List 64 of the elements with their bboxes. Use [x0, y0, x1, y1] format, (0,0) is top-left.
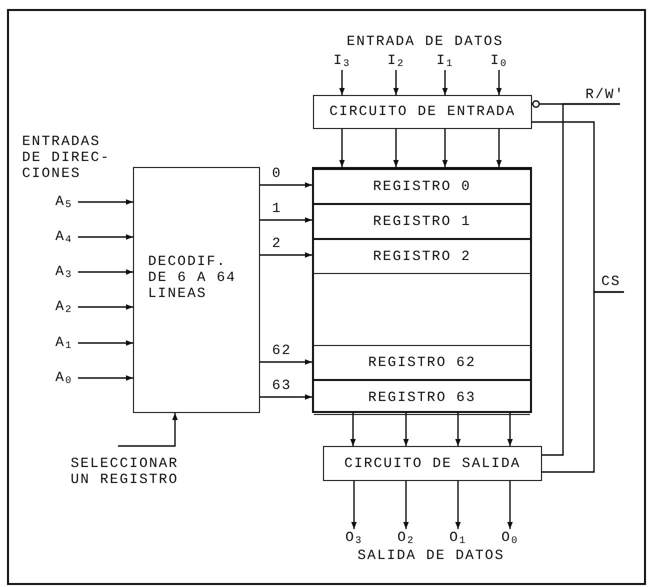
heading-label: ENTRADAS DE DIREC- CIONES [22, 134, 112, 182]
edge-label: 2 [272, 236, 282, 252]
connector-line [542, 291, 624, 473]
arrow [351, 481, 357, 529]
signal-label: A$_{5}$ [50, 193, 78, 211]
signal-label: O$_{3}$ [342, 529, 366, 547]
signal-label: R/W' [586, 86, 624, 104]
arrow [507, 481, 513, 529]
register-array [312, 167, 532, 413]
arrow [78, 269, 133, 275]
arrow [455, 413, 461, 446]
signal-label: I$_{0}$ [487, 52, 511, 70]
arrow [78, 375, 133, 381]
edge-label: 63 [272, 378, 292, 394]
signal-label: A$_{3}$ [50, 263, 78, 281]
signal-label: O$_{2}$ [394, 529, 418, 547]
arrow [442, 70, 448, 95]
arrow [393, 70, 399, 95]
register-row: REGISTRO 63 [314, 380, 530, 415]
signal-label: A$_{2}$ [50, 298, 78, 316]
signal-label: A$_{4}$ [50, 228, 78, 246]
heading-label: ENTRADA DE DATOS [346, 34, 504, 50]
arrow [260, 359, 312, 365]
arrow [260, 394, 312, 400]
edge-label: 0 [272, 166, 282, 182]
arrow [339, 70, 345, 95]
arrow [496, 70, 502, 95]
arrow [393, 129, 399, 167]
output-circuit-box: CIRCUITO DE SALIDA [323, 446, 542, 481]
arrow [442, 129, 448, 167]
select-label: SELECCIONAR UN REGISTRO [62, 446, 187, 488]
signal-label: A$_{1}$ [50, 334, 78, 352]
heading-label: SALIDA DE DATOS [356, 548, 506, 564]
register-row: REGISTRO 1 [314, 204, 530, 239]
arrow [260, 182, 312, 188]
arrow [260, 217, 312, 223]
arrow [260, 252, 312, 258]
signal-label: CS [598, 272, 624, 292]
edge-label: 1 [272, 201, 282, 217]
register-row: REGISTRO 2 [314, 239, 530, 274]
arrow [78, 234, 133, 240]
arrow [403, 481, 409, 529]
arrow [339, 129, 345, 167]
signal-label: I$_{1}$ [433, 52, 457, 70]
input-circuit-box: CIRCUITO DE ENTRADA [313, 95, 532, 129]
signal-label: O$_{0}$ [498, 529, 522, 547]
arrow [350, 413, 356, 446]
arrow [118, 413, 178, 447]
arrow [78, 199, 133, 205]
arrow [507, 413, 513, 446]
arrow [496, 129, 502, 167]
arrow [78, 340, 133, 346]
arrow [78, 304, 133, 310]
arrow [455, 481, 461, 529]
edge-label: 62 [272, 343, 292, 359]
arrow [403, 413, 409, 446]
signal-label: I$_{2}$ [384, 52, 408, 70]
register-row: REGISTRO 0 [314, 169, 530, 204]
decoder-box: DECODIF. DE 6 A 64 LINEAS [133, 167, 260, 413]
signal-label: O$_{1}$ [446, 529, 470, 547]
connector-line [542, 103, 620, 456]
signal-label: A$_{0}$ [50, 369, 78, 387]
signal-label: I$_{3}$ [330, 52, 354, 70]
register-row: REGISTRO 62 [314, 345, 530, 380]
